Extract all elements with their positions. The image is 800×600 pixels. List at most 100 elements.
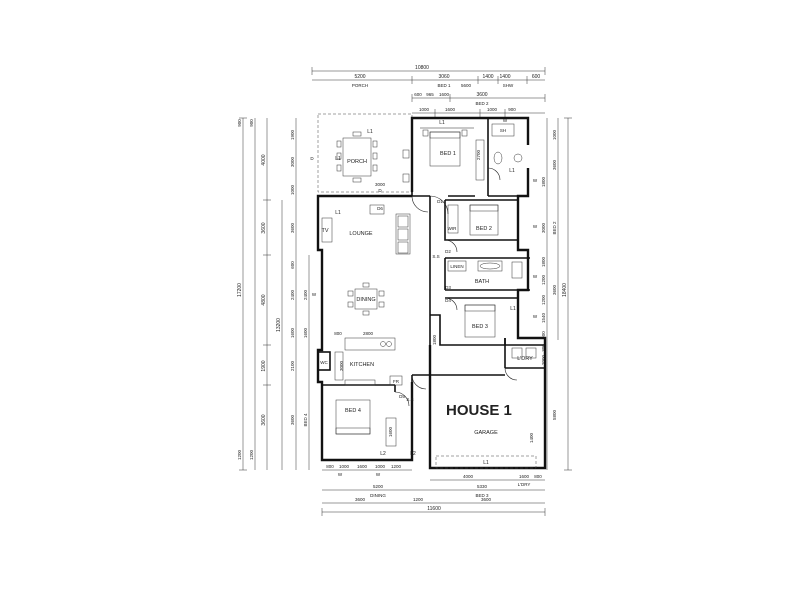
room-lounge: LOUNGE (349, 231, 373, 237)
dim-b-5330: 5330 (477, 484, 488, 489)
label-bed4-dim: BED 4 (303, 413, 308, 427)
room-dining: DINING (356, 297, 375, 303)
label-bed3-dim: BED 3 (475, 493, 489, 498)
dim-overall-bottom: 11600 (427, 506, 441, 512)
bottom-dimensions: 800 1000 1600 1000 1200 W W 4000 1600 80… (321, 464, 546, 516)
bed2-room: BED 2 WIR (448, 204, 499, 236)
label-shw-dim: SHW (503, 83, 514, 88)
label-wc: WC (320, 360, 328, 365)
dim-b-800b: 800 (534, 474, 542, 479)
dim-1000a: 1000 (419, 107, 430, 112)
tag-d6: D6 (377, 206, 383, 211)
dim-r-1200: 1200 (541, 274, 546, 285)
label-tv: TV (321, 228, 328, 234)
dim-b-1600: 1600 (357, 464, 368, 469)
room-bed1: BED 1 (440, 151, 456, 157)
light-lounge: L1 (335, 210, 341, 216)
dim-left-13200: 13200 (276, 318, 282, 332)
dim-r-1800: 1800 (541, 176, 546, 187)
dim-1000b: 1000 (487, 107, 498, 112)
tag-w3: W (533, 274, 538, 279)
dim-bed1: 3060 (438, 74, 449, 80)
dim-r-1200b: 1200 (541, 294, 546, 305)
dim-5600: 5600 (461, 83, 472, 88)
dim-1600b: 1600 (445, 107, 456, 112)
dim-seg-3600b: 3600 (290, 414, 295, 425)
top-dimensions: 10800 5200 3060 1400 1400 600 PORCH BED … (311, 65, 546, 117)
dim-overall-right: 18400 (562, 283, 568, 297)
house-title: HOUSE 1 (446, 402, 512, 419)
tag-d2: D2 (445, 249, 451, 254)
dim-left-1900: 1900 (261, 360, 267, 371)
garage-room: HOUSE 1 GARAGE L1 L2 L'DRY S.S S.S (406, 254, 537, 469)
light-bed4: L2 (380, 451, 386, 457)
dim-r-1400: 1400 (529, 432, 534, 443)
dim-wc: 1400 (482, 74, 493, 80)
label-bed1-dim: BED 1 (437, 83, 451, 88)
light-garage: L2 (410, 451, 416, 457)
dim-seg-3600: 3600 (290, 222, 295, 233)
dim-b-3600: 3600 (355, 497, 366, 502)
tag-porch-d: D (310, 156, 314, 161)
dim-965: 965 (426, 92, 434, 97)
light-bed1: L1 (439, 120, 445, 126)
dim-b-1600c: 1600 (519, 474, 530, 479)
room-garage: GARAGE (474, 430, 498, 436)
tag-w4: W (533, 314, 538, 319)
light-porch: L1 (367, 129, 373, 135)
door-swings (394, 167, 518, 407)
dim-left-4800: 4800 (261, 294, 267, 305)
dim-r-5800: 5800 (552, 409, 557, 420)
tag-w6: W (503, 118, 508, 123)
left-dimensions: 17200 1200 900 900 1200 4000 3600 4800 1… (237, 117, 310, 471)
label-bed2-right: BED 2 (552, 221, 557, 235)
dim-overall-top: 10800 (415, 65, 429, 71)
dim-seg-2400b: 2400 (303, 289, 308, 300)
room-bed4: BED 4 (345, 408, 361, 414)
dim-porch-3000: 3000 (375, 182, 386, 187)
label-wir: WIR (448, 226, 457, 231)
dim-seg-1600: 1600 (290, 327, 295, 338)
dim-kitchen-2800: 2800 (363, 331, 374, 336)
label-dining-dim: DINING (370, 493, 386, 498)
dim-b-1000: 1000 (339, 464, 350, 469)
tag-d1: D1 (437, 199, 443, 204)
tag-d3: D3 (445, 285, 451, 290)
dim-overall-left: 17200 (237, 283, 243, 297)
dim-seg-2100: 2100 (290, 360, 295, 371)
dim-3600-bed2: 3600 (476, 92, 487, 98)
label-sh: SH (500, 128, 506, 133)
label-ss2: S.S (432, 254, 439, 259)
lounge-dining: TV LOUNGE L1 DINING (321, 204, 411, 316)
room-porch: PORCH (347, 159, 367, 165)
dim-left-1200b: 1200 (249, 449, 254, 460)
dim-seg-2400: 2400 (290, 289, 295, 300)
dim-r-1000: 1000 (552, 129, 557, 140)
dim-seg-1900: 1900 (290, 129, 295, 140)
window-tags: W W W W W W (312, 118, 538, 319)
room-ldry: L'DRY (517, 356, 533, 362)
dim-bed4-1600: 1600 (388, 426, 393, 437)
dim-r-1800b: 1800 (541, 256, 546, 267)
dim-r-3000: 3000 (541, 222, 546, 233)
dim-left-900: 900 (249, 119, 254, 127)
bed1-room: BED 1 2700 L1 (420, 120, 485, 181)
tag-d5: D5 (399, 394, 405, 399)
dim-seg-1000: 1000 (290, 184, 295, 195)
dim-bed1-2700: 2700 (476, 149, 481, 160)
tag-w-b1: W (338, 472, 343, 477)
dim-bed3-1800: 1800 (432, 334, 437, 345)
dim-seg-3000: 3000 (290, 156, 295, 167)
porch-area: PORCH L1 L1 3000 D D (310, 113, 413, 193)
label-ss: S.S (406, 397, 413, 402)
dim-b-3600b: 3600 (481, 497, 492, 502)
label-fr: FR (393, 379, 400, 384)
light-bed3: L1 (510, 306, 516, 312)
tag-w-b2: W (376, 472, 381, 477)
room-bed2: BED 2 (476, 226, 492, 232)
dim-seg-600: 600 (290, 261, 295, 269)
dim-r-3600: 3600 (552, 159, 557, 170)
dim-left-3600b: 3600 (261, 414, 267, 425)
dim-r-3600b: 3600 (552, 284, 557, 295)
